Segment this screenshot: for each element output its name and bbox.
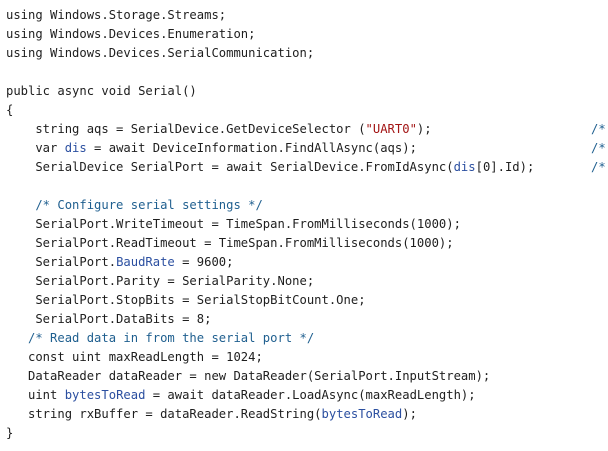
code-line: var dis = await DeviceInformation.FindAl… <box>6 139 608 158</box>
code-token: } <box>6 426 14 440</box>
code-line: SerialPort.DataBits = 8; <box>6 310 608 329</box>
code-token: ); <box>402 407 417 421</box>
code-token: var <box>6 141 65 155</box>
code-line: SerialDevice SerialPort = await SerialDe… <box>6 158 608 177</box>
code-line: using Windows.Storage.Streams; <box>6 6 608 25</box>
trailing-comment: /* <box>591 141 606 155</box>
code-line: DataReader dataReader = new DataReader(S… <box>6 367 608 386</box>
code-token: uint <box>6 388 65 402</box>
code-token: SerialPort.StopBits = SerialStopBitCount… <box>6 293 366 307</box>
code-token: bytesToRead <box>321 407 403 421</box>
code-token: SerialPort.WriteTimeout = TimeSpan.FromM… <box>6 217 461 231</box>
code-token: dis <box>64 141 87 155</box>
code-token: "UART0" <box>365 122 417 136</box>
code-token: SerialDevice SerialPort = await SerialDe… <box>6 160 454 174</box>
code-token: SerialPort. <box>6 255 117 269</box>
code-line: uint bytesToRead = await dataReader.Load… <box>6 386 608 405</box>
trailing-comment: /* <box>591 122 606 136</box>
code-token: bytesToRead <box>64 388 146 402</box>
code-token: BaudRate <box>116 255 175 269</box>
code-line: SerialPort.BaudRate = 9600; <box>6 253 608 272</box>
code-line: { <box>6 101 608 120</box>
trailing-comment: /* <box>591 160 606 174</box>
code-line: using Windows.Devices.Enumeration; <box>6 25 608 44</box>
code-token: /* Read data in from the serial port */ <box>6 331 315 345</box>
code-line: public async void Serial() <box>6 82 608 101</box>
code-token: SerialPort.ReadTimeout = TimeSpan.FromMi… <box>6 236 454 250</box>
code-token: = 9600; <box>174 255 234 269</box>
code-token: string aqs = SerialDevice.GetDeviceSelec… <box>6 122 366 136</box>
code-token: using Windows.Devices.SerialCommunicatio… <box>6 46 315 60</box>
code-line: SerialPort.WriteTimeout = TimeSpan.FromM… <box>6 215 608 234</box>
code-token: DataReader dataReader = new DataReader(S… <box>6 369 491 383</box>
code-token: /* Configure serial settings */ <box>6 198 263 212</box>
code-line <box>6 177 608 196</box>
code-line: const uint maxReadLength = 1024; <box>6 348 608 367</box>
code-token: const uint maxReadLength = 1024; <box>6 350 263 364</box>
code-token: public async void Serial() <box>6 84 197 98</box>
code-line: } <box>6 424 608 443</box>
code-token: using Windows.Devices.Enumeration; <box>6 27 256 41</box>
code-line: SerialPort.ReadTimeout = TimeSpan.FromMi… <box>6 234 608 253</box>
code-line: string aqs = SerialDevice.GetDeviceSelec… <box>6 120 608 139</box>
code-token: = await dataReader.LoadAsync(maxReadLeng… <box>145 388 476 402</box>
code-line: /* Read data in from the serial port */ <box>6 329 608 348</box>
code-token: ); <box>416 122 432 136</box>
code-line: SerialPort.StopBits = SerialStopBitCount… <box>6 291 608 310</box>
code-token: string rxBuffer = dataReader.ReadString( <box>6 407 322 421</box>
code-token: using Windows.Storage.Streams; <box>6 8 227 22</box>
code-line: SerialPort.Parity = SerialParity.None; <box>6 272 608 291</box>
code-token: dis <box>453 160 476 174</box>
code-editor[interactable]: using Windows.Storage.Streams; using Wind… <box>6 6 608 446</box>
code-line: using Windows.Devices.SerialCommunicatio… <box>6 44 608 63</box>
code-token: SerialPort.Parity = SerialParity.None; <box>6 274 315 288</box>
code-line <box>6 63 608 82</box>
code-token: { <box>6 103 14 117</box>
code-token: = await DeviceInformation.FindAllAsync(a… <box>86 141 417 155</box>
code-token: [0].Id); <box>475 160 535 174</box>
code-token: SerialPort.DataBits = 8; <box>6 312 212 326</box>
code-line: string rxBuffer = dataReader.ReadString(… <box>6 405 608 424</box>
code-line: /* Configure serial settings */ <box>6 196 608 215</box>
